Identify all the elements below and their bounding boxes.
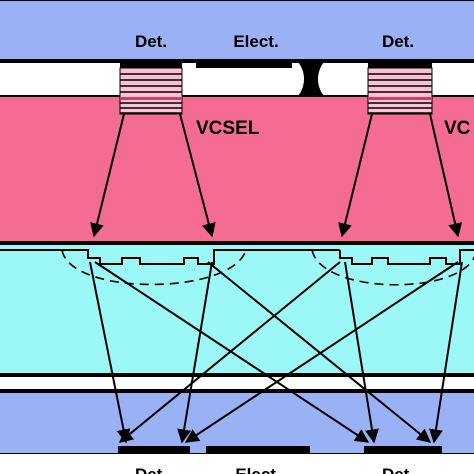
- bottom-gap-layer: [0, 375, 474, 391]
- bottom-electrode-pad: [206, 446, 310, 454]
- top-electrode-pad: [196, 60, 292, 68]
- top-detector-pad-right: [368, 60, 432, 68]
- label-vcsel-right: VC: [444, 118, 471, 139]
- label-det-bottom-right: Det.: [382, 465, 414, 474]
- label-det-bottom-left: Det.: [135, 465, 167, 474]
- interconnect-arrow: [184, 261, 459, 443]
- label-elect-top: Elect.: [233, 32, 278, 51]
- bottom-substrate: [0, 391, 474, 455]
- top-detector-pad-left: [120, 60, 182, 68]
- label-det-top-left: Det.: [135, 32, 167, 51]
- vcsel-stack-left: [119, 67, 183, 115]
- lens-outline-left: [61, 249, 247, 286]
- label-vcsel-left: VCSEL: [196, 118, 260, 139]
- top-substrate: [0, 0, 474, 61]
- vcsel-layer: [0, 95, 474, 243]
- bottom-detector-pad-left: [118, 446, 190, 454]
- label-elect-bottom: Elect.: [235, 465, 280, 474]
- bottom-white-strip: [0, 454, 474, 474]
- beam-arrow: [90, 113, 125, 238]
- interconnect-arrow: [344, 261, 379, 444]
- beam-arrow: [338, 113, 373, 238]
- solder-bump: [298, 62, 324, 96]
- beam-arrow: [179, 113, 216, 238]
- interconnect-arrow: [429, 261, 463, 444]
- lens-outline-right: [311, 249, 474, 286]
- bottom-detector-pad-right: [364, 446, 442, 454]
- grating-surface-left: [0, 249, 340, 265]
- vcsel-stack-right: [367, 67, 433, 115]
- label-det-top-right: Det.: [382, 32, 414, 51]
- interconnect-arrow: [118, 261, 341, 443]
- optical-layer: [0, 243, 474, 375]
- interconnect-arrow: [89, 261, 131, 444]
- interconnect-arrow: [207, 261, 432, 443]
- beam-arrow: [429, 113, 463, 238]
- interconnect-arrow: [177, 261, 213, 444]
